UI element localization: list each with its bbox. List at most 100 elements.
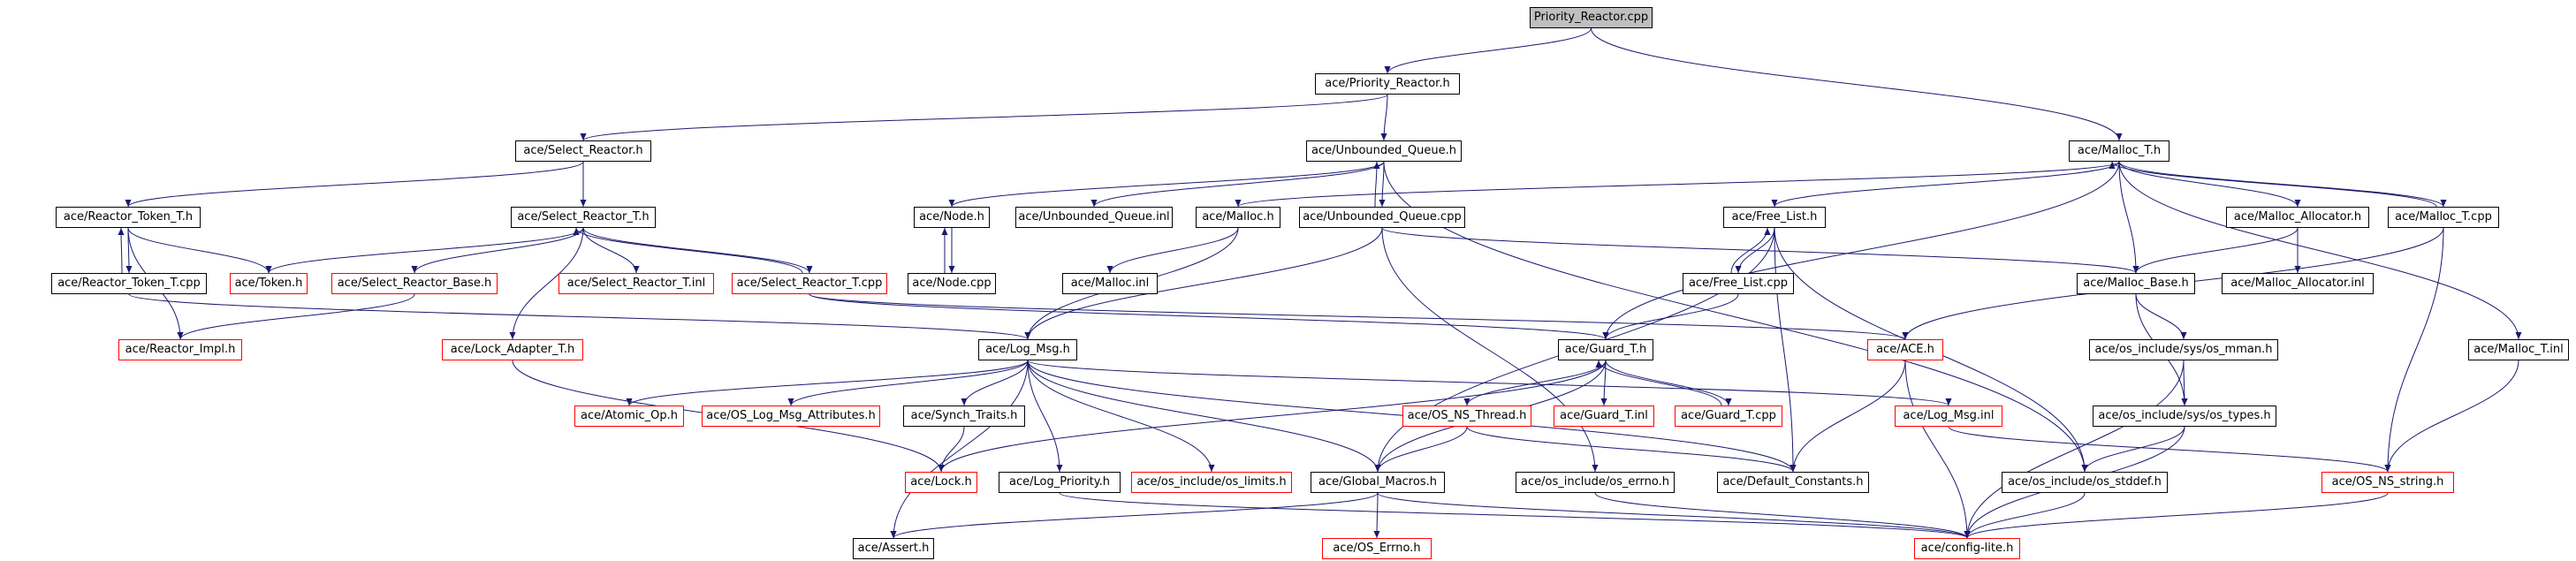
edge-global_macros_h-to-assert_h [890, 492, 1379, 539]
node-malloc-allocator-inl[interactable]: ace/Malloc_Allocator.inl [2222, 273, 2374, 294]
edge-priority_reactor_cpp-to-priority_reactor_h [1384, 27, 1592, 74]
edge-select_reactor_t_cpp-to-select_reactor_t_h [573, 227, 803, 274]
edge-select_reactor_t_h-to-token_h [265, 227, 584, 274]
edge-os_stddef_h-to-config_lite_h [1964, 492, 2086, 539]
node-lock-adapter-t-h[interactable]: ace/Lock_Adapter_T.h [442, 339, 583, 360]
edge-select_reactor_h-to-reactor_token_t_h [125, 161, 584, 208]
node-malloc-inl[interactable]: ace/Malloc.inl [1062, 273, 1158, 294]
edge-guard_t_cpp-to-guard_t_h [1595, 360, 1722, 406]
edge-malloc_h-to-malloc_inl [1106, 227, 1239, 274]
edge-malloc_t_cpp-to-os_ns_string_h [2384, 227, 2444, 473]
edge-free_list_cpp-to-guard_t_h [1602, 293, 1739, 340]
edge-os_ns_string_h-to-config_lite_h [1964, 492, 2389, 539]
node-unbounded-queue-h[interactable]: ace/Unbounded_Queue.h [1306, 140, 1462, 162]
node-log-msg-inl[interactable]: ace/Log_Msg.inl [1895, 406, 2002, 427]
edge-unbounded_queue_h-to-unbounded_queue_inl [1090, 161, 1385, 208]
node-config-lite-h[interactable]: ace/config-lite.h [1914, 538, 2020, 559]
edge-free_list_h-to-default_constants_h [1774, 227, 1797, 473]
node-malloc-base-h[interactable]: ace/Malloc_Base.h [2077, 273, 2195, 294]
node-os-stddef-h[interactable]: ace/os_include/os_stddef.h [2002, 472, 2168, 493]
edge-log_msg_h-to-os_limits_h [1027, 360, 1215, 473]
node-os-limits-h[interactable]: ace/os_include/os_limits.h [1131, 472, 1292, 493]
edge-os_errno_h-to-config_lite_h [1594, 492, 1971, 539]
edge-malloc_t_cpp-to-malloc_t_h [2109, 161, 2437, 208]
node-malloc-t-h[interactable]: ace/Malloc_T.h [2069, 140, 2169, 162]
edge-unbounded_queue_cpp-to-log_msg_h [1024, 227, 1383, 340]
edge-malloc_base_h-to-os_mman_h [2135, 293, 2187, 340]
node-os-log-msg-attributes-h[interactable]: ace/OS_Log_Msg_Attributes.h [702, 406, 880, 427]
edge-priority_reactor_h-to-unbounded_queue_h [1380, 94, 1388, 141]
node-unbounded-queue-inl[interactable]: ace/Unbounded_Queue.inl [1015, 207, 1173, 228]
node-priority-reactor-h[interactable]: ace/Priority_Reactor.h [1315, 73, 1460, 95]
node-default-constants-h[interactable]: ace/Default_Constants.h [1717, 472, 1869, 493]
edge-select_reactor_t_h-to-lock_adapter_t_h [509, 227, 584, 340]
node-token-h[interactable]: ace/Token.h [230, 273, 308, 294]
edge-select_reactor_t_cpp-to-guard_t_h [809, 293, 1609, 340]
node-synch-traits-h[interactable]: ace/Synch_Traits.h [903, 406, 1025, 427]
node-guard-t-inl[interactable]: ace/Guard_T.inl [1554, 406, 1654, 427]
edge-global_macros_h-to-config_lite_h [1377, 492, 1971, 539]
node-assert-h[interactable]: ace/Assert.h [853, 538, 934, 559]
edge-ace_h-to-default_constants_h [1790, 360, 1906, 473]
node-select-reactor-h[interactable]: ace/Select_Reactor.h [515, 140, 651, 162]
edge-log_msg_h-to-log_msg_inl [1027, 360, 1952, 406]
node-os-types-h[interactable]: ace/os_include/sys/os_types.h [2093, 406, 2276, 427]
edge-priority_reactor_h-to-select_reactor_h [580, 94, 1388, 141]
node-malloc-t-inl[interactable]: ace/Malloc_T.inl [2468, 339, 2569, 360]
edge-malloc_t_h-to-free_list_h [1771, 161, 2120, 208]
node-os-ns-string-h[interactable]: ace/OS_NS_string.h [2321, 472, 2454, 493]
edge-os_ns_thread_h-to-default_constants_h [1466, 426, 1797, 473]
edge-malloc_t_h-to-malloc_base_h [2118, 161, 2139, 274]
edge-unbounded_queue_h-to-node_h [948, 161, 1385, 208]
node-priority-reactor-cpp: Priority_Reactor.cpp [1530, 7, 1653, 28]
node-free-list-cpp[interactable]: ace/Free_List.cpp [1683, 273, 1794, 294]
edge-free_list_h-to-free_list_cpp [1735, 227, 1775, 274]
edge-os_ns_thread_h-to-global_macros_h [1374, 426, 1468, 473]
edge-guard_t_h-to-lock_h [938, 360, 1607, 473]
edge-reactor_token_t_cpp-to-reactor_token_t_h [118, 227, 125, 274]
node-select-reactor-t-cpp[interactable]: ace/Select_Reactor_T.cpp [732, 273, 887, 294]
node-os-errno-cap-h[interactable]: ace/OS_Errno.h [1322, 538, 1432, 559]
edge-guard_t_h-to-guard_t_cpp [1605, 360, 1732, 406]
edge-log_msg_h-to-global_macros_h [1027, 360, 1381, 473]
node-node-h[interactable]: ace/Node.h [914, 207, 990, 228]
node-log-msg-h[interactable]: ace/Log_Msg.h [978, 339, 1077, 360]
node-node-cpp[interactable]: ace/Node.cpp [908, 273, 996, 294]
node-os-errno-h[interactable]: ace/os_include/os_errno.h [1516, 472, 1675, 493]
edge-os_types_h-to-os_stddef_h [2081, 426, 2185, 473]
edge-malloc_t_h-to-malloc_t_inl [2118, 161, 2522, 340]
node-ace-h[interactable]: ace/ACE.h [1867, 339, 1943, 360]
node-reactor-token-t-h[interactable]: ace/Reactor_Token_T.h [56, 207, 201, 228]
node-log-priority-h[interactable]: ace/Log_Priority.h [999, 472, 1121, 493]
node-guard-t-cpp[interactable]: ace/Guard_T.cpp [1675, 406, 1782, 427]
edge-select_reactor_t_h-to-select_reactor_base_h [411, 227, 584, 274]
edge-malloc_allocator_h-to-malloc_base_h [2132, 227, 2299, 274]
node-reactor-token-t-cpp[interactable]: ace/Reactor_Token_T.cpp [51, 273, 207, 294]
node-os-mman-h[interactable]: ace/os_include/sys/os_mman.h [2089, 339, 2278, 360]
node-reactor-impl-h[interactable]: ace/Reactor_Impl.h [118, 339, 242, 360]
edge-priority_reactor_cpp-to-malloc_t_h [1591, 27, 2123, 141]
node-unbounded-queue-cpp[interactable]: ace/Unbounded_Queue.cpp [1299, 207, 1465, 228]
node-free-list-h[interactable]: ace/Free_List.h [1723, 207, 1826, 228]
node-lock-h[interactable]: ace/Lock.h [905, 472, 977, 493]
node-malloc-h[interactable]: ace/Malloc.h [1196, 207, 1280, 228]
node-select-reactor-base-h[interactable]: ace/Select_Reactor_Base.h [331, 273, 498, 294]
edge-select_reactor_t_cpp-to-ace_h [809, 293, 1909, 340]
node-malloc-t-cpp[interactable]: ace/Malloc_T.cpp [2388, 207, 2499, 228]
edge-select_reactor_base_h-to-reactor_impl_h [177, 293, 415, 340]
node-os-ns-thread-h[interactable]: ace/OS_NS_Thread.h [1402, 406, 1531, 427]
node-select-reactor-t-inl[interactable]: ace/Select_Reactor_T.inl [559, 273, 714, 294]
edge-unbounded_queue_cpp-to-malloc_base_h [1381, 227, 2139, 274]
node-atomic-op-h[interactable]: ace/Atomic_Op.h [574, 406, 684, 427]
edge-select_reactor_t_h-to-select_reactor_t_cpp [582, 227, 813, 274]
node-malloc-allocator-h[interactable]: ace/Malloc_Allocator.h [2226, 207, 2369, 228]
edge-malloc_t_h-to-malloc_t_cpp [2118, 161, 2447, 208]
node-guard-t-h[interactable]: ace/Guard_T.h [1558, 339, 1653, 360]
edge-log_priority_h-to-config_lite_h [1059, 492, 1971, 539]
edge-free_list_cpp-to-free_list_h [1730, 227, 1771, 274]
edge-malloc_t_inl-to-os_ns_string_h [2384, 360, 2519, 473]
edge-unbounded_queue_cpp-to-unbounded_queue_h [1373, 161, 1380, 208]
node-global-macros-h[interactable]: ace/Global_Macros.h [1311, 472, 1445, 493]
node-select-reactor-t-h[interactable]: ace/Select_Reactor_T.h [511, 207, 656, 228]
